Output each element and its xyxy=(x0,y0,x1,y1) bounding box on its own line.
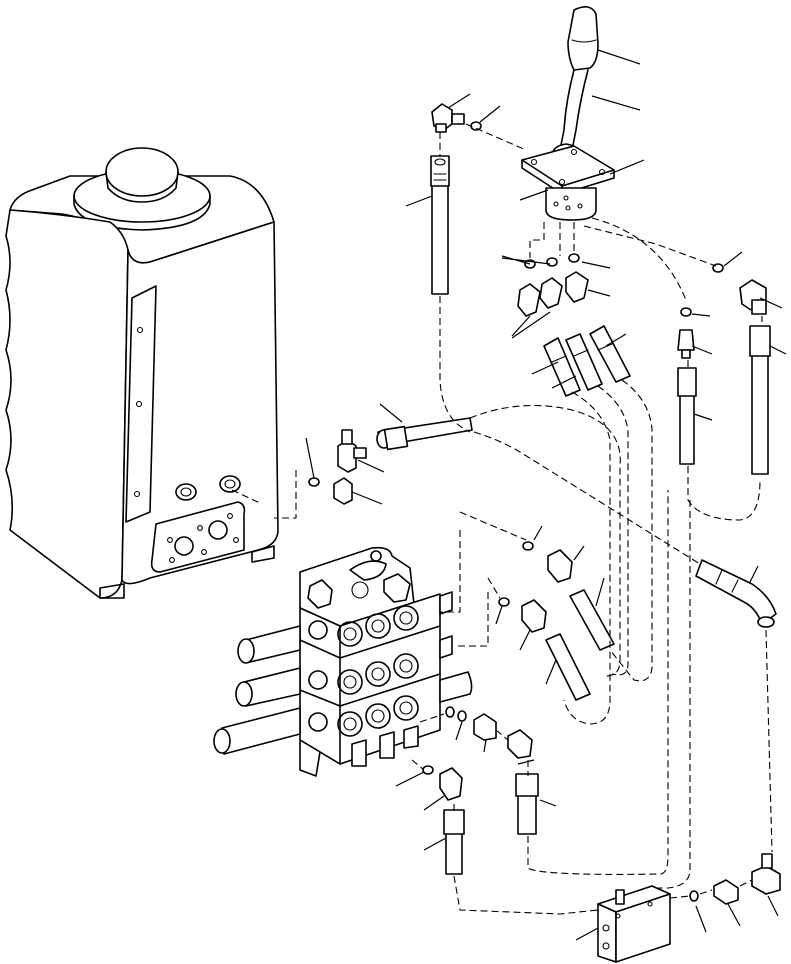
right-hoses xyxy=(677,263,771,475)
pilot-fittings xyxy=(517,253,631,397)
joystick-assembly xyxy=(521,6,615,221)
hose-fittings-top-left xyxy=(430,103,482,295)
callout-leaders xyxy=(305,49,787,941)
solenoid-valve-block xyxy=(597,853,781,963)
curved-hose xyxy=(695,559,777,628)
hydraulic-tank xyxy=(5,147,279,599)
valve-fittings xyxy=(422,541,615,875)
middle-hose xyxy=(308,417,473,505)
control-valve-block xyxy=(213,546,473,777)
hydraulic-routing-lines xyxy=(231,123,773,915)
